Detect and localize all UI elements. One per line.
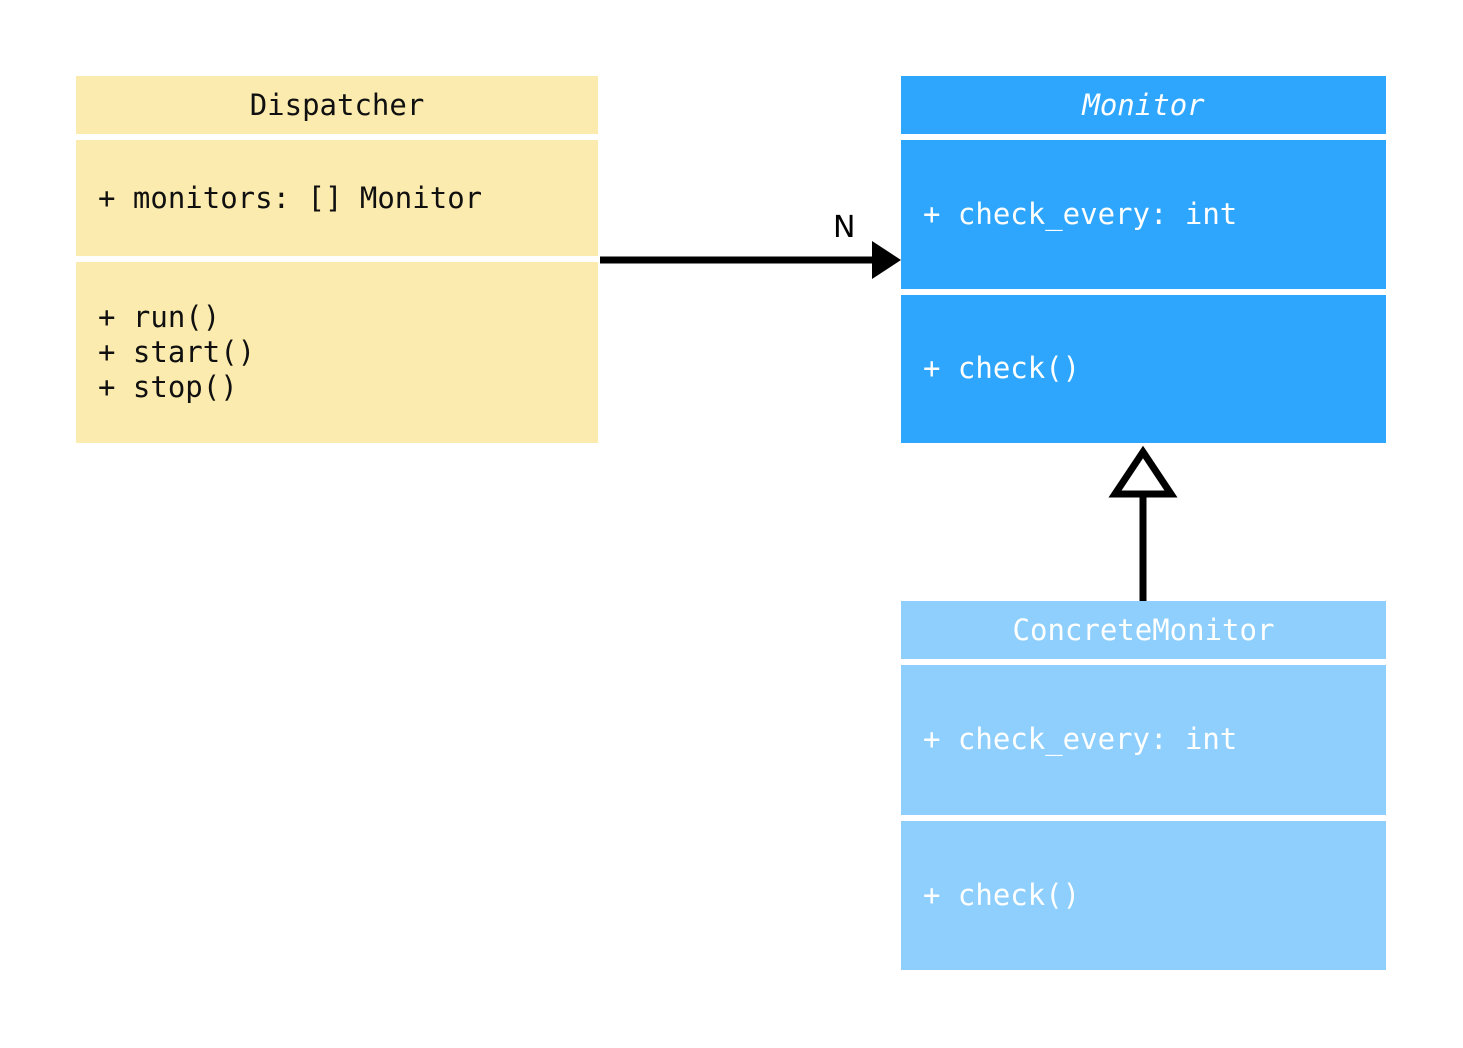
method-row: + start() bbox=[98, 335, 256, 369]
method-row: + run() bbox=[98, 300, 221, 334]
class-methods-concrete-monitor: + check() bbox=[901, 820, 1386, 970]
class-header-monitor: Monitor bbox=[901, 76, 1386, 134]
method-row: + check() bbox=[923, 351, 1081, 386]
class-name-dispatcher: Dispatcher bbox=[249, 88, 425, 122]
class-attributes-monitor: + check_every: int bbox=[901, 140, 1386, 289]
method-row: + stop() bbox=[98, 370, 238, 404]
method-row: + check() bbox=[923, 877, 1081, 912]
attribute-row: + check_every: int bbox=[923, 196, 1238, 231]
attribute-row: + monitors: [] Monitor bbox=[98, 180, 483, 215]
class-name-monitor: Monitor bbox=[1082, 88, 1205, 122]
class-box-monitor[interactable]: Monitor + check_every: int + check() bbox=[901, 76, 1386, 443]
generalization-hollow-triangle-icon bbox=[1108, 445, 1178, 498]
class-box-concrete-monitor[interactable]: ConcreteMonitor + check_every: int + che… bbox=[901, 601, 1386, 970]
association-arrowhead-icon bbox=[872, 241, 901, 279]
class-box-dispatcher[interactable]: Dispatcher + monitors: [] Monitor + run(… bbox=[76, 76, 598, 443]
class-attributes-dispatcher: + monitors: [] Monitor bbox=[76, 140, 598, 256]
association-dispatcher-to-monitor bbox=[600, 241, 901, 279]
class-attributes-concrete-monitor: + check_every: int bbox=[901, 665, 1386, 815]
generalization-concrete-monitor-to-monitor bbox=[1108, 445, 1178, 601]
association-multiplicity-label: N bbox=[833, 210, 856, 245]
class-methods-monitor: + check() bbox=[901, 294, 1386, 443]
attribute-row: + check_every: int bbox=[923, 722, 1238, 757]
class-name-concrete-monitor: ConcreteMonitor bbox=[1012, 613, 1275, 647]
class-methods-dispatcher: + run() + start() + stop() bbox=[76, 262, 598, 443]
class-header-concrete-monitor: ConcreteMonitor bbox=[901, 601, 1386, 659]
class-header-dispatcher: Dispatcher bbox=[76, 76, 598, 134]
